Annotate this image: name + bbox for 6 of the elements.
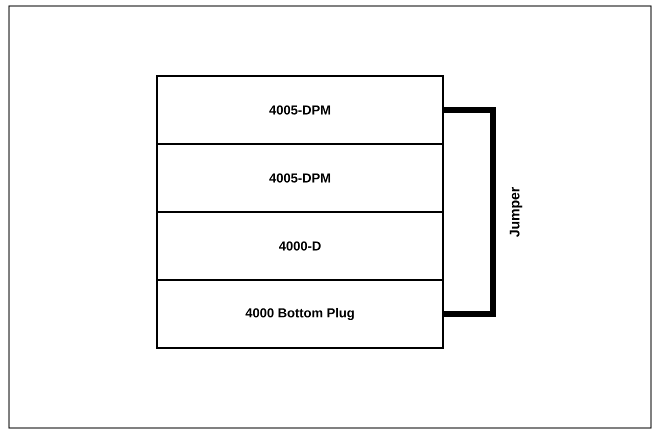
module-box: 4000-D <box>156 211 444 281</box>
module-box: 4005-DPM <box>156 75 444 145</box>
edge-label: Jumper <box>510 187 522 237</box>
module-box: 4005-DPM <box>156 143 444 213</box>
jumper-wire <box>444 107 496 317</box>
module-box: 4000 Bottom Plug <box>156 279 444 349</box>
